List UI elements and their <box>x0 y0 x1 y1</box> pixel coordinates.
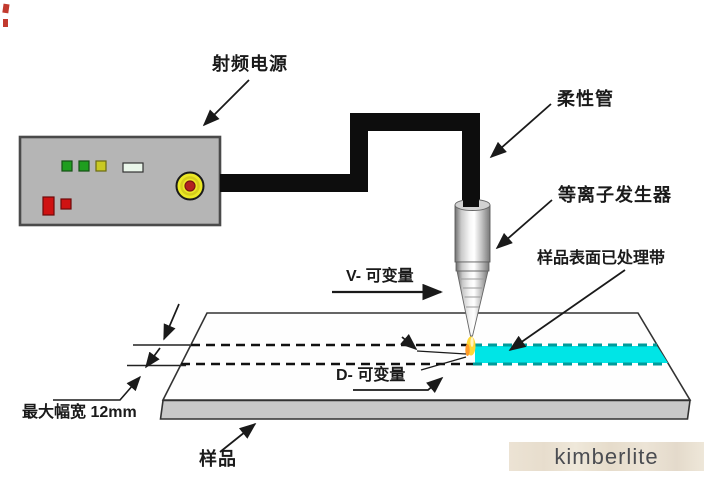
power-knob-ring <box>180 176 200 196</box>
nozzle-cone-steps <box>461 278 484 308</box>
tip-pointer-arrow <box>400 333 418 351</box>
dimension-arrow-upper <box>163 303 180 341</box>
label-sample: 样品 <box>199 449 237 469</box>
indicator-light-yellow <box>95 160 107 172</box>
label-plasma-generator: 等离子发生器 <box>558 185 672 205</box>
tip-connector-lines <box>416 350 467 371</box>
red-switch-tall <box>42 196 55 216</box>
label-rf-power: 射频电源 <box>212 54 288 74</box>
sample-sheet-edge <box>159 399 691 420</box>
watermark-text: kimberlite <box>554 443 659 469</box>
corner-mark-red <box>2 3 10 27</box>
label-d-variable: D- 可变量 <box>336 367 406 384</box>
plasma-generator-body <box>454 204 491 263</box>
leader-flexible-tube <box>489 103 552 159</box>
plasma-flame-orange <box>465 344 470 356</box>
label-max-width: 最大幅宽 12mm <box>22 404 137 421</box>
plasma-flame-core <box>470 337 474 347</box>
red-switch-small <box>60 198 72 210</box>
nozzle-cone <box>456 270 489 337</box>
leader-plasma-generator <box>495 199 553 250</box>
leader-treated-band <box>508 269 626 351</box>
dimension-arrow-lower <box>145 347 161 369</box>
indicator-light-green-2 <box>78 160 90 172</box>
indicator-light-green-1 <box>61 160 73 172</box>
label-v-variable: V- 可变量 <box>346 268 414 285</box>
leader-sample <box>219 422 257 453</box>
label-flexible-tube: 柔性管 <box>557 89 614 109</box>
d-variable-arrow <box>353 376 444 394</box>
leader-max-width <box>53 375 141 401</box>
watermark: kimberlite <box>509 442 704 471</box>
treated-band <box>475 346 668 363</box>
flexible-tube-cable <box>220 113 480 205</box>
power-knob-core <box>184 180 196 192</box>
cable-inlet <box>463 190 479 207</box>
generator-collar <box>455 261 490 272</box>
leader-rf-power <box>202 79 250 127</box>
label-treated-band: 样品表面已处理带 <box>537 250 666 267</box>
display-screen <box>122 162 144 173</box>
